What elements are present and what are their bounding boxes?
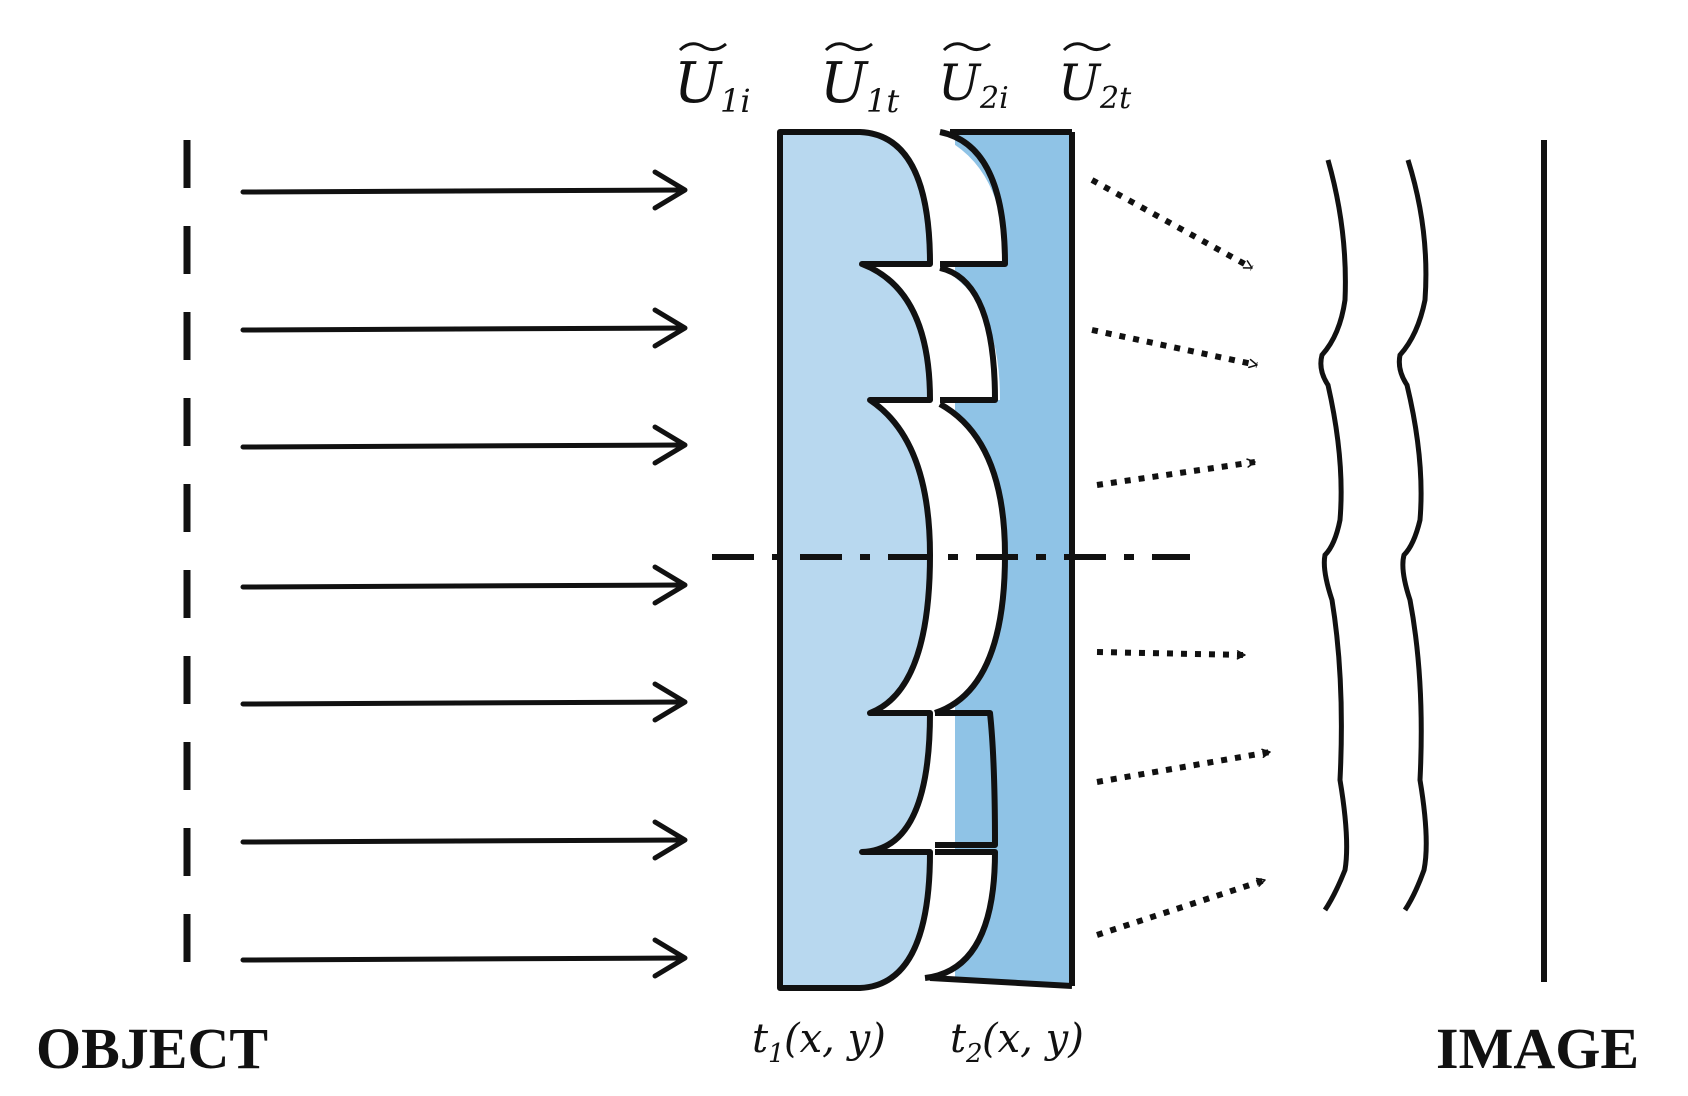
svg-text:U: U	[1058, 54, 1102, 112]
svg-text:U: U	[820, 51, 869, 116]
field-label-u2i: U 2i	[938, 42, 1009, 116]
element-2-bottom-face	[929, 975, 1073, 989]
svg-text:(x, y): (x, y)	[982, 1016, 1084, 1062]
thickness-label-t2: t 2 (x, y)	[950, 1016, 1084, 1069]
dotted-arrow-icon	[1090, 177, 1254, 271]
svg-text:2i: 2i	[979, 81, 1009, 116]
dotted-arrow-icon	[1096, 649, 1246, 660]
air-gap	[930, 132, 1005, 975]
svg-text:U: U	[674, 51, 723, 116]
svg-text:1t: 1t	[866, 82, 899, 120]
wavefront-2	[1396, 159, 1429, 912]
svg-text:t: t	[752, 1016, 769, 1062]
thickness-label-t1: t 1 (x, y)	[752, 1016, 886, 1069]
svg-text:t: t	[950, 1016, 967, 1062]
svg-text:1: 1	[768, 1039, 785, 1069]
incident-rays	[240, 169, 688, 979]
solid-arrow-icon	[240, 424, 688, 466]
solid-arrow-icon	[240, 169, 688, 211]
svg-text:1i: 1i	[720, 82, 751, 120]
solid-arrow-icon	[240, 307, 688, 349]
image-label: IMAGE	[1436, 1016, 1639, 1081]
svg-text:2: 2	[965, 1039, 983, 1069]
svg-text:2t: 2t	[1099, 81, 1132, 116]
dotted-arrow-icon	[1091, 327, 1258, 369]
svg-text:(x, y): (x, y)	[784, 1016, 886, 1062]
wavefront-1	[1318, 159, 1350, 912]
svg-text:U: U	[938, 54, 982, 112]
solid-arrow-icon	[240, 819, 688, 861]
field-label-u2t: U 2t	[1058, 42, 1132, 116]
solid-arrow-icon	[240, 937, 688, 979]
solid-arrow-icon	[240, 564, 688, 606]
dotted-arrow-icon	[1096, 748, 1271, 785]
field-label-u1i: U 1i	[674, 42, 751, 120]
solid-arrow-icon	[240, 681, 688, 723]
field-label-u1t: U 1t	[820, 42, 899, 120]
dotted-arrow-icon	[1096, 877, 1266, 938]
dotted-arrow-icon	[1096, 458, 1256, 488]
output-rays	[1090, 177, 1271, 938]
object-label: OBJECT	[36, 1016, 268, 1081]
